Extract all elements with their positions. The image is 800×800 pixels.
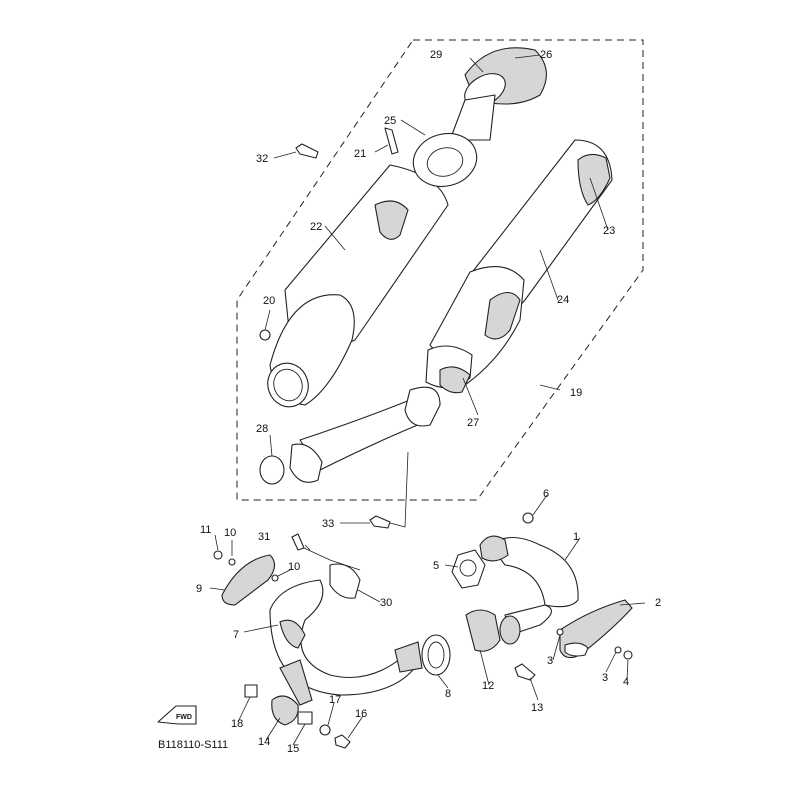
callout-3b: 3 — [602, 672, 608, 684]
callout-32: 32 — [256, 153, 268, 165]
pipe-outlet — [499, 615, 521, 645]
callout-8: 8 — [445, 688, 451, 700]
callout-16: 16 — [355, 708, 367, 720]
callout-13: 13 — [531, 702, 543, 714]
exhaust-pipe-1 — [489, 536, 579, 608]
clamp-30 — [329, 563, 361, 599]
callout-15: 15 — [287, 743, 299, 755]
callout-17: 17 — [329, 694, 341, 706]
callout-20: 20 — [263, 295, 275, 307]
callout-1: 1 — [573, 531, 579, 543]
washer-17 — [319, 724, 331, 736]
callout-14: 14 — [258, 736, 270, 748]
bolt-16 — [334, 734, 351, 749]
link-pipe-bend — [404, 386, 441, 427]
callout-24: 24 — [557, 294, 569, 306]
callout-9: 9 — [196, 583, 202, 595]
fwd-arrow-icon — [157, 705, 197, 725]
washer-20 — [259, 329, 271, 341]
bolt-32 — [295, 143, 319, 159]
band-bracket — [439, 366, 471, 394]
nut-11 — [213, 550, 223, 560]
muffler-inner-pipe — [449, 94, 496, 141]
silencer-end-cap-23 — [577, 153, 611, 206]
exhaust-pipe-stay — [279, 619, 306, 649]
callout-10a: 10 — [224, 527, 236, 539]
callout-6: 6 — [543, 488, 549, 500]
fwd-label: FWD — [176, 714, 192, 721]
flange-12 — [465, 609, 501, 652]
callout-25: 25 — [384, 115, 396, 127]
collar-3a — [556, 628, 564, 636]
gasket-5 — [451, 549, 486, 589]
callout-5: 5 — [433, 560, 439, 572]
callout-10b: 10 — [288, 561, 300, 573]
washer-10b — [271, 574, 279, 582]
protector-2-slot — [564, 642, 589, 657]
collar-15 — [297, 711, 313, 725]
gasket-25 — [412, 133, 478, 187]
gasket-8-inner — [427, 641, 445, 669]
gasket-25-hole — [426, 147, 464, 177]
flange-6 — [479, 535, 509, 562]
callout-33: 33 — [322, 518, 334, 530]
gasket-28 — [259, 455, 285, 485]
front-silencer-band-inner — [273, 368, 303, 402]
callout-28: 28 — [256, 423, 268, 435]
exhaust-pipe-flange — [394, 641, 423, 673]
front-silencer-bracket — [374, 200, 409, 240]
callout-11: 11 — [200, 524, 211, 536]
bolt-31-leader — [303, 547, 361, 571]
callout-30: 30 — [380, 597, 392, 609]
bracket-14 — [271, 695, 299, 726]
front-silencer-band-20 — [267, 362, 309, 408]
callout-27: 27 — [467, 417, 479, 429]
stay-plate — [279, 659, 313, 706]
screw-4 — [623, 650, 633, 660]
callout-26: 26 — [540, 49, 552, 61]
diagram-code: B118110-S111 — [158, 739, 228, 751]
nut-6 — [522, 512, 534, 524]
callout-23: 23 — [603, 225, 615, 237]
collar-3b — [614, 646, 622, 654]
callout-12: 12 — [482, 680, 494, 692]
bolt-31 — [291, 533, 305, 551]
bolt-33-leader — [389, 451, 409, 528]
leader-lines — [209, 54, 646, 746]
callout-numbers: 29 26 25 21 32 22 23 24 20 19 27 28 33 6… — [196, 49, 661, 755]
silencer-tail-stripe — [484, 291, 521, 340]
callout-7: 7 — [233, 629, 239, 641]
clamp-28 — [289, 443, 323, 483]
callout-4: 4 — [623, 676, 629, 688]
callout-2: 2 — [655, 597, 661, 609]
callout-19: 19 — [570, 387, 582, 399]
bracket-9 — [221, 554, 276, 606]
washer-10 — [228, 558, 236, 566]
callout-21: 21 — [354, 148, 366, 160]
collar-18 — [244, 684, 258, 698]
bolt-33 — [369, 515, 391, 529]
callout-29: 29 — [430, 49, 442, 61]
assembly-outline — [236, 39, 644, 501]
callout-31: 31 — [258, 531, 270, 543]
gasket-5-hole — [459, 559, 477, 577]
callout-18: 18 — [231, 718, 243, 730]
callout-3a: 3 — [547, 655, 553, 667]
exhaust-pipe-7 — [269, 579, 421, 696]
screw-21 — [384, 127, 399, 155]
callout-22: 22 — [310, 221, 322, 233]
gasket-8 — [421, 634, 451, 676]
bolt-13 — [514, 663, 536, 681]
